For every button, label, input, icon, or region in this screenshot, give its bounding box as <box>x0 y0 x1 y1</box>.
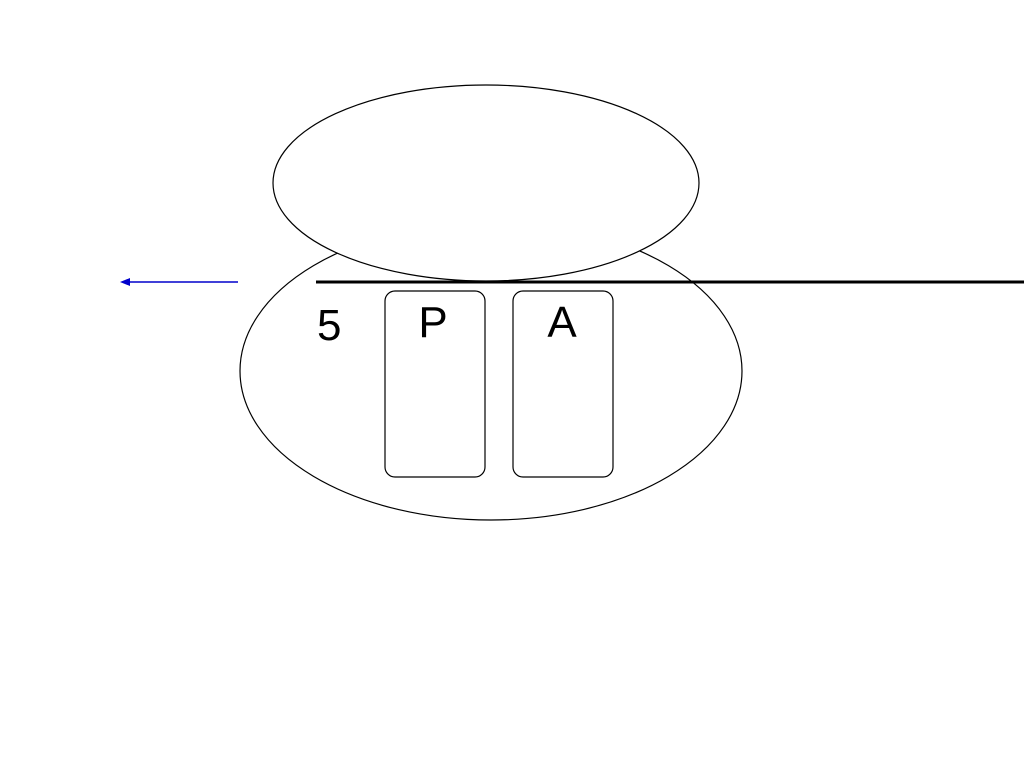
left-arrow-icon <box>120 278 238 286</box>
a-site-label: A <box>547 298 577 347</box>
p-site-box <box>384 290 486 478</box>
a-site-box <box>512 290 614 478</box>
small-subunit <box>272 84 700 282</box>
p-site-label: P <box>418 298 447 347</box>
strand-end-label: 5 <box>317 301 341 350</box>
